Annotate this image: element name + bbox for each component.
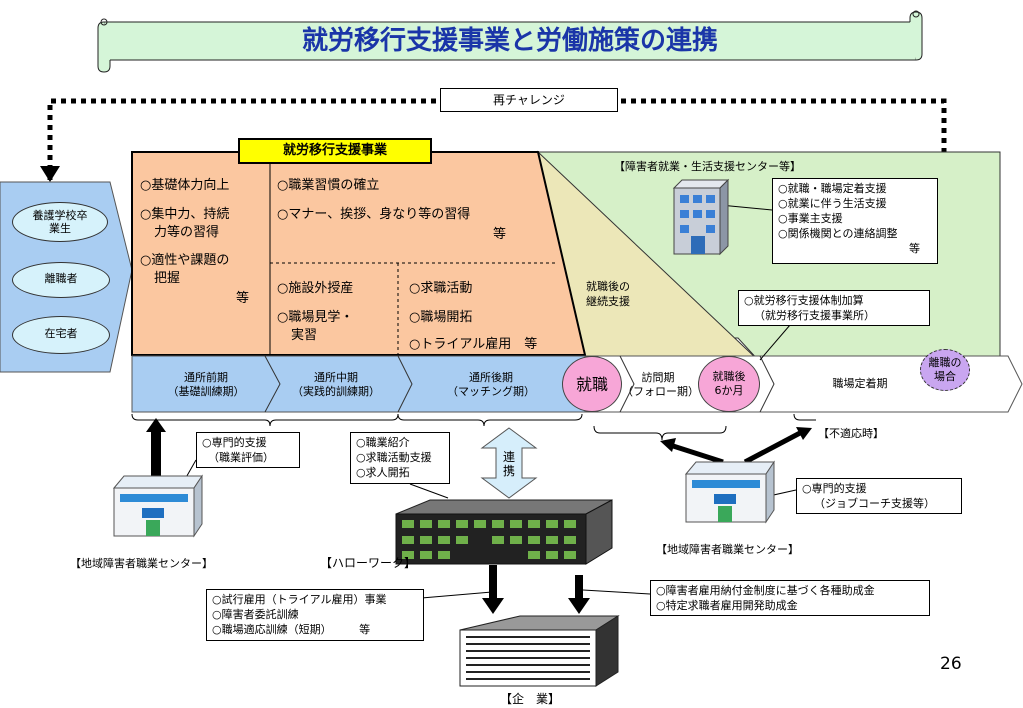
renkei-arrow xyxy=(480,427,538,499)
rechallenge-arrow-head xyxy=(40,166,60,182)
late-item-1: ○求職活動 xyxy=(409,281,473,296)
page-number: 26 xyxy=(940,654,962,674)
phase-late-line2: （マッチング期） xyxy=(447,385,535,398)
unsuitable-label: 【不適応時】 xyxy=(818,427,884,440)
support-center-title: 【障害者就業・生活支援センター等】 xyxy=(614,160,801,173)
hello-work-item-3: ○求人開拓 xyxy=(356,466,410,479)
phase-retention: 職場定着期 xyxy=(832,377,888,390)
regional-left-caption: 【地域障害者職業センター】 xyxy=(70,557,213,570)
trial-item-2: ○障害者委託訓練 xyxy=(212,608,299,621)
system-bonus-line1: ○就労移行支援体制加算 xyxy=(744,294,864,307)
regional-left-item-1: ○専門的支援 xyxy=(202,436,267,449)
late-item-2: ○職場開拓 xyxy=(409,310,473,325)
oval-graduates: 養護学校卒業生 xyxy=(12,202,108,242)
trial-box: ○試行雇用（トライアル雇用）事業 ○障害者委託訓練 ○職場適応訓練（短期） 等 xyxy=(206,589,424,641)
system-bonus-box: ○就労移行支援体制加算 （就労移行支援事業所） xyxy=(738,290,930,326)
building-icon-support-center xyxy=(672,178,730,256)
renkei-char-1: 連 xyxy=(502,450,515,464)
up-arrow-left xyxy=(151,430,161,478)
mid-lower-item-1: ○施設外授産 xyxy=(277,281,354,296)
mid-lower-item-2b: 実習 xyxy=(291,328,318,343)
regional-right-box: ○専門的支援 （ジョブコーチ支援等） xyxy=(796,478,962,514)
after-support-line2: 継続支援 xyxy=(586,295,630,308)
trial-item-3: ○職場適応訓練（短期） xyxy=(212,623,332,636)
subsidy-item-2: ○特定求職者雇用開発助成金 xyxy=(656,599,798,612)
regional-right-caption: 【地域障害者職業センター】 xyxy=(656,543,799,556)
hello-work-item-1: ○職業紹介 xyxy=(356,436,410,449)
support-center-item-1: ○就職・職場定着支援 xyxy=(778,182,887,195)
employment-circle: 就職 xyxy=(562,356,622,412)
hello-work-item-2: ○求職活動支援 xyxy=(356,451,432,464)
support-center-item-4: ○関係機関との連絡調整 xyxy=(778,227,898,240)
regional-right-item-2: （ジョブコーチ支援等） xyxy=(814,497,935,510)
six-months-line2: 6か月 xyxy=(714,384,744,397)
phase-mid: 通所中期 （実践的訓練期） xyxy=(278,371,394,399)
hello-work-caption: 【ハローワーク】 xyxy=(320,556,417,570)
phase-early-line2: （基礎訓練期） xyxy=(167,385,245,398)
phase-mid-line1: 通所中期 xyxy=(314,371,358,384)
early-item-2: ○集中力、持続 xyxy=(140,207,230,222)
company-caption: 【企 業】 xyxy=(500,692,561,706)
phase-mid-line2: （実践的訓練期） xyxy=(292,385,380,398)
oval-former-employee-label: 離職者 xyxy=(44,272,78,285)
early-etc: 等 xyxy=(236,291,250,306)
oval-graduates-label: 養護学校卒業生 xyxy=(32,209,88,235)
system-bonus-line2: （就労移行支援事業所） xyxy=(754,309,875,322)
trial-item-3-row: ○職場適応訓練（短期） 等 xyxy=(212,622,418,637)
support-center-etc: 等 xyxy=(909,242,920,255)
rechallenge-label: 再チャレンジ xyxy=(440,88,618,112)
early-item-2b: 力等の習得 xyxy=(154,225,220,240)
page-title: 就労移行支援事業と労働施策の連携 xyxy=(301,26,718,56)
phase-early-line1: 通所前期 xyxy=(184,371,228,384)
oval-at-home-label: 在宅者 xyxy=(44,327,78,340)
after-support-line1: 就職後の xyxy=(586,280,630,293)
support-center-box: ○就職・職場定着支援 ○就業に伴う生活支援 ○事業主支援 ○関係機関との連絡調整… xyxy=(772,178,938,264)
mid-upper-etc: 等 xyxy=(493,227,507,242)
subsidy-box: ○障害者雇用納付金制度に基づく各種助成金 ○特定求職者雇用開発助成金 xyxy=(650,580,930,616)
six-months-circle: 就職後 6か月 xyxy=(698,356,760,412)
oval-at-home: 在宅者 xyxy=(12,316,110,354)
phase-visit-line1: 訪問期 xyxy=(641,371,675,384)
regional-right-item-1: ○専門的支援 xyxy=(802,482,867,495)
employment-label: 就職 xyxy=(575,375,608,394)
regional-left-item-2: （職業評価） xyxy=(208,451,274,464)
late-item-3: ○トライアル雇用 等 xyxy=(409,337,538,352)
phase-early: 通所前期 （基礎訓練期） xyxy=(150,371,262,399)
phase-late-line1: 通所後期 xyxy=(469,371,513,384)
trial-etc: 等 xyxy=(359,623,371,636)
early-item-3b: 把握 xyxy=(154,271,181,286)
mid-upper-item-2: ○マナー、挨拶、身なり等の習得 xyxy=(277,207,471,222)
regional-left-box: ○専門的支援 （職業評価） xyxy=(196,432,300,468)
mid-upper-item-1: ○職業習慣の確立 xyxy=(277,178,380,193)
oval-former-employee: 離職者 xyxy=(12,262,110,298)
phase-late: 通所後期 （マッチング期） xyxy=(416,371,566,399)
separation-circle: 離職の 場合 xyxy=(920,349,970,391)
subsidy-item-1: ○障害者雇用納付金制度に基づく各種助成金 xyxy=(656,584,875,597)
phase-visit: 訪問期 （フォロー期） xyxy=(622,371,699,399)
six-months-line1: 就職後 xyxy=(712,370,746,383)
program-label: 就労移行支援事業 xyxy=(238,138,432,164)
early-item-1: ○基礎体力向上 xyxy=(140,178,230,193)
hello-work-box: ○職業紹介 ○求職活動支援 ○求人開拓 xyxy=(350,432,450,484)
building-icon-regional-right xyxy=(684,460,775,524)
early-item-3: ○適性や課題の xyxy=(140,253,230,268)
phase-visit-line2: （フォロー期） xyxy=(622,385,699,398)
building-icon-hello-work xyxy=(395,499,613,565)
building-icon-company xyxy=(459,615,620,687)
mid-lower-item-2: ○職場見学・ xyxy=(277,310,354,325)
building-icon-regional-left xyxy=(112,474,203,538)
separation-line1: 離職の xyxy=(928,356,962,369)
renkei-char-2: 携 xyxy=(502,464,515,478)
trial-item-1: ○試行雇用（トライアル雇用）事業 xyxy=(212,593,387,606)
renkei-label: 連 携 xyxy=(498,450,520,478)
support-center-item-2: ○就業に伴う生活支援 xyxy=(778,197,887,210)
separation-line2: 場合 xyxy=(934,370,956,383)
support-center-item-3: ○事業主支援 xyxy=(778,212,843,225)
